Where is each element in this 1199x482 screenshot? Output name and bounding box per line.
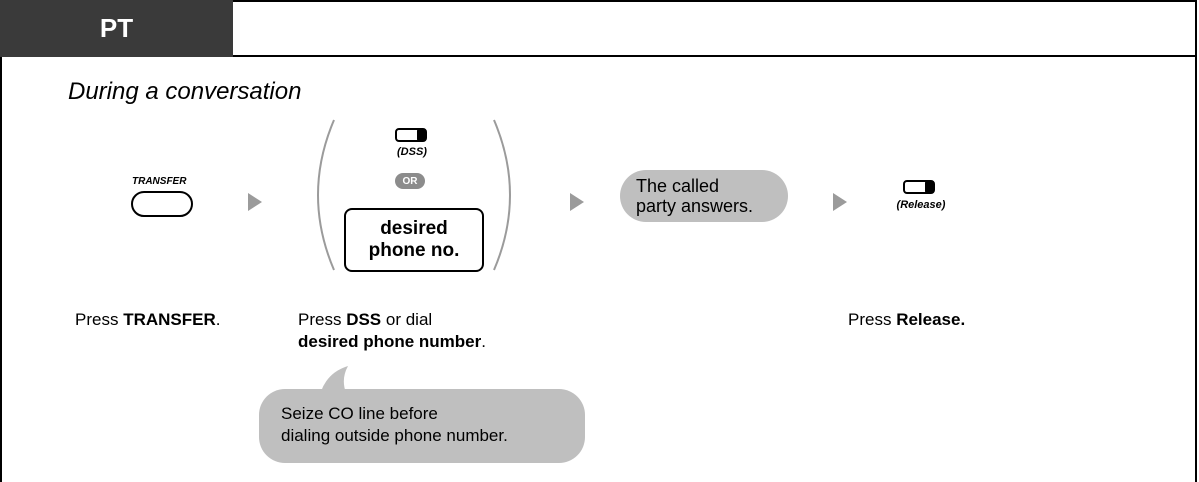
step-transfer-text: Press TRANSFER.	[75, 309, 220, 331]
step-release-bold: Release.	[896, 310, 966, 329]
step-transfer-prefix: Press	[75, 310, 124, 329]
note-line1: Seize CO line before	[281, 404, 438, 423]
tab-divider-line	[0, 55, 1197, 57]
dss-key-icon	[395, 128, 427, 142]
arrow-right-icon	[248, 193, 262, 211]
called-party-bubble: The called party answers.	[620, 170, 788, 222]
called-party-line2: party answers.	[636, 196, 754, 216]
desired-phone-no-key: desired phone no.	[344, 208, 484, 272]
step-dss-suffix: .	[481, 332, 486, 351]
step-release-prefix: Press	[848, 310, 897, 329]
frame-top-border	[0, 0, 1197, 2]
transfer-key-label: TRANSFER	[132, 176, 187, 187]
step-dss-bold1: DSS	[346, 310, 382, 329]
left-parenthesis	[317, 119, 335, 271]
frame-right-border	[1195, 0, 1197, 482]
frame-left-border	[0, 0, 2, 482]
step-transfer-suffix: .	[215, 310, 221, 329]
pt-tab-label: PT	[99, 13, 134, 43]
transfer-key-icon	[131, 191, 193, 217]
step-dss-text: Press DSS or dial desired phone number.	[298, 309, 486, 353]
dss-key-label: (DSS)	[397, 146, 427, 158]
release-key-label: (Release)	[896, 199, 946, 211]
arrow-right-icon	[833, 193, 847, 211]
phone-box-line1: desired	[380, 218, 448, 239]
step-release-text: Press Release.	[848, 309, 965, 331]
pt-tab: PT	[0, 0, 233, 57]
step-dss-middle: or dial	[381, 310, 433, 329]
or-badge: OR	[395, 173, 425, 189]
arrow-right-icon	[570, 193, 584, 211]
note-line2: dialing outside phone number.	[281, 426, 508, 445]
called-party-line1: The called	[636, 176, 720, 196]
phone-box-line2: phone no.	[368, 240, 460, 261]
step-dss-bold2: desired phone number	[298, 332, 482, 351]
release-key-icon	[903, 180, 935, 194]
note-bubble: Seize CO line before dialing outside pho…	[259, 389, 585, 463]
section-heading: During a conversation	[68, 78, 302, 105]
step-transfer-bold: TRANSFER	[123, 310, 216, 329]
right-parenthesis	[493, 119, 511, 271]
step-dss-prefix: Press	[298, 310, 347, 329]
